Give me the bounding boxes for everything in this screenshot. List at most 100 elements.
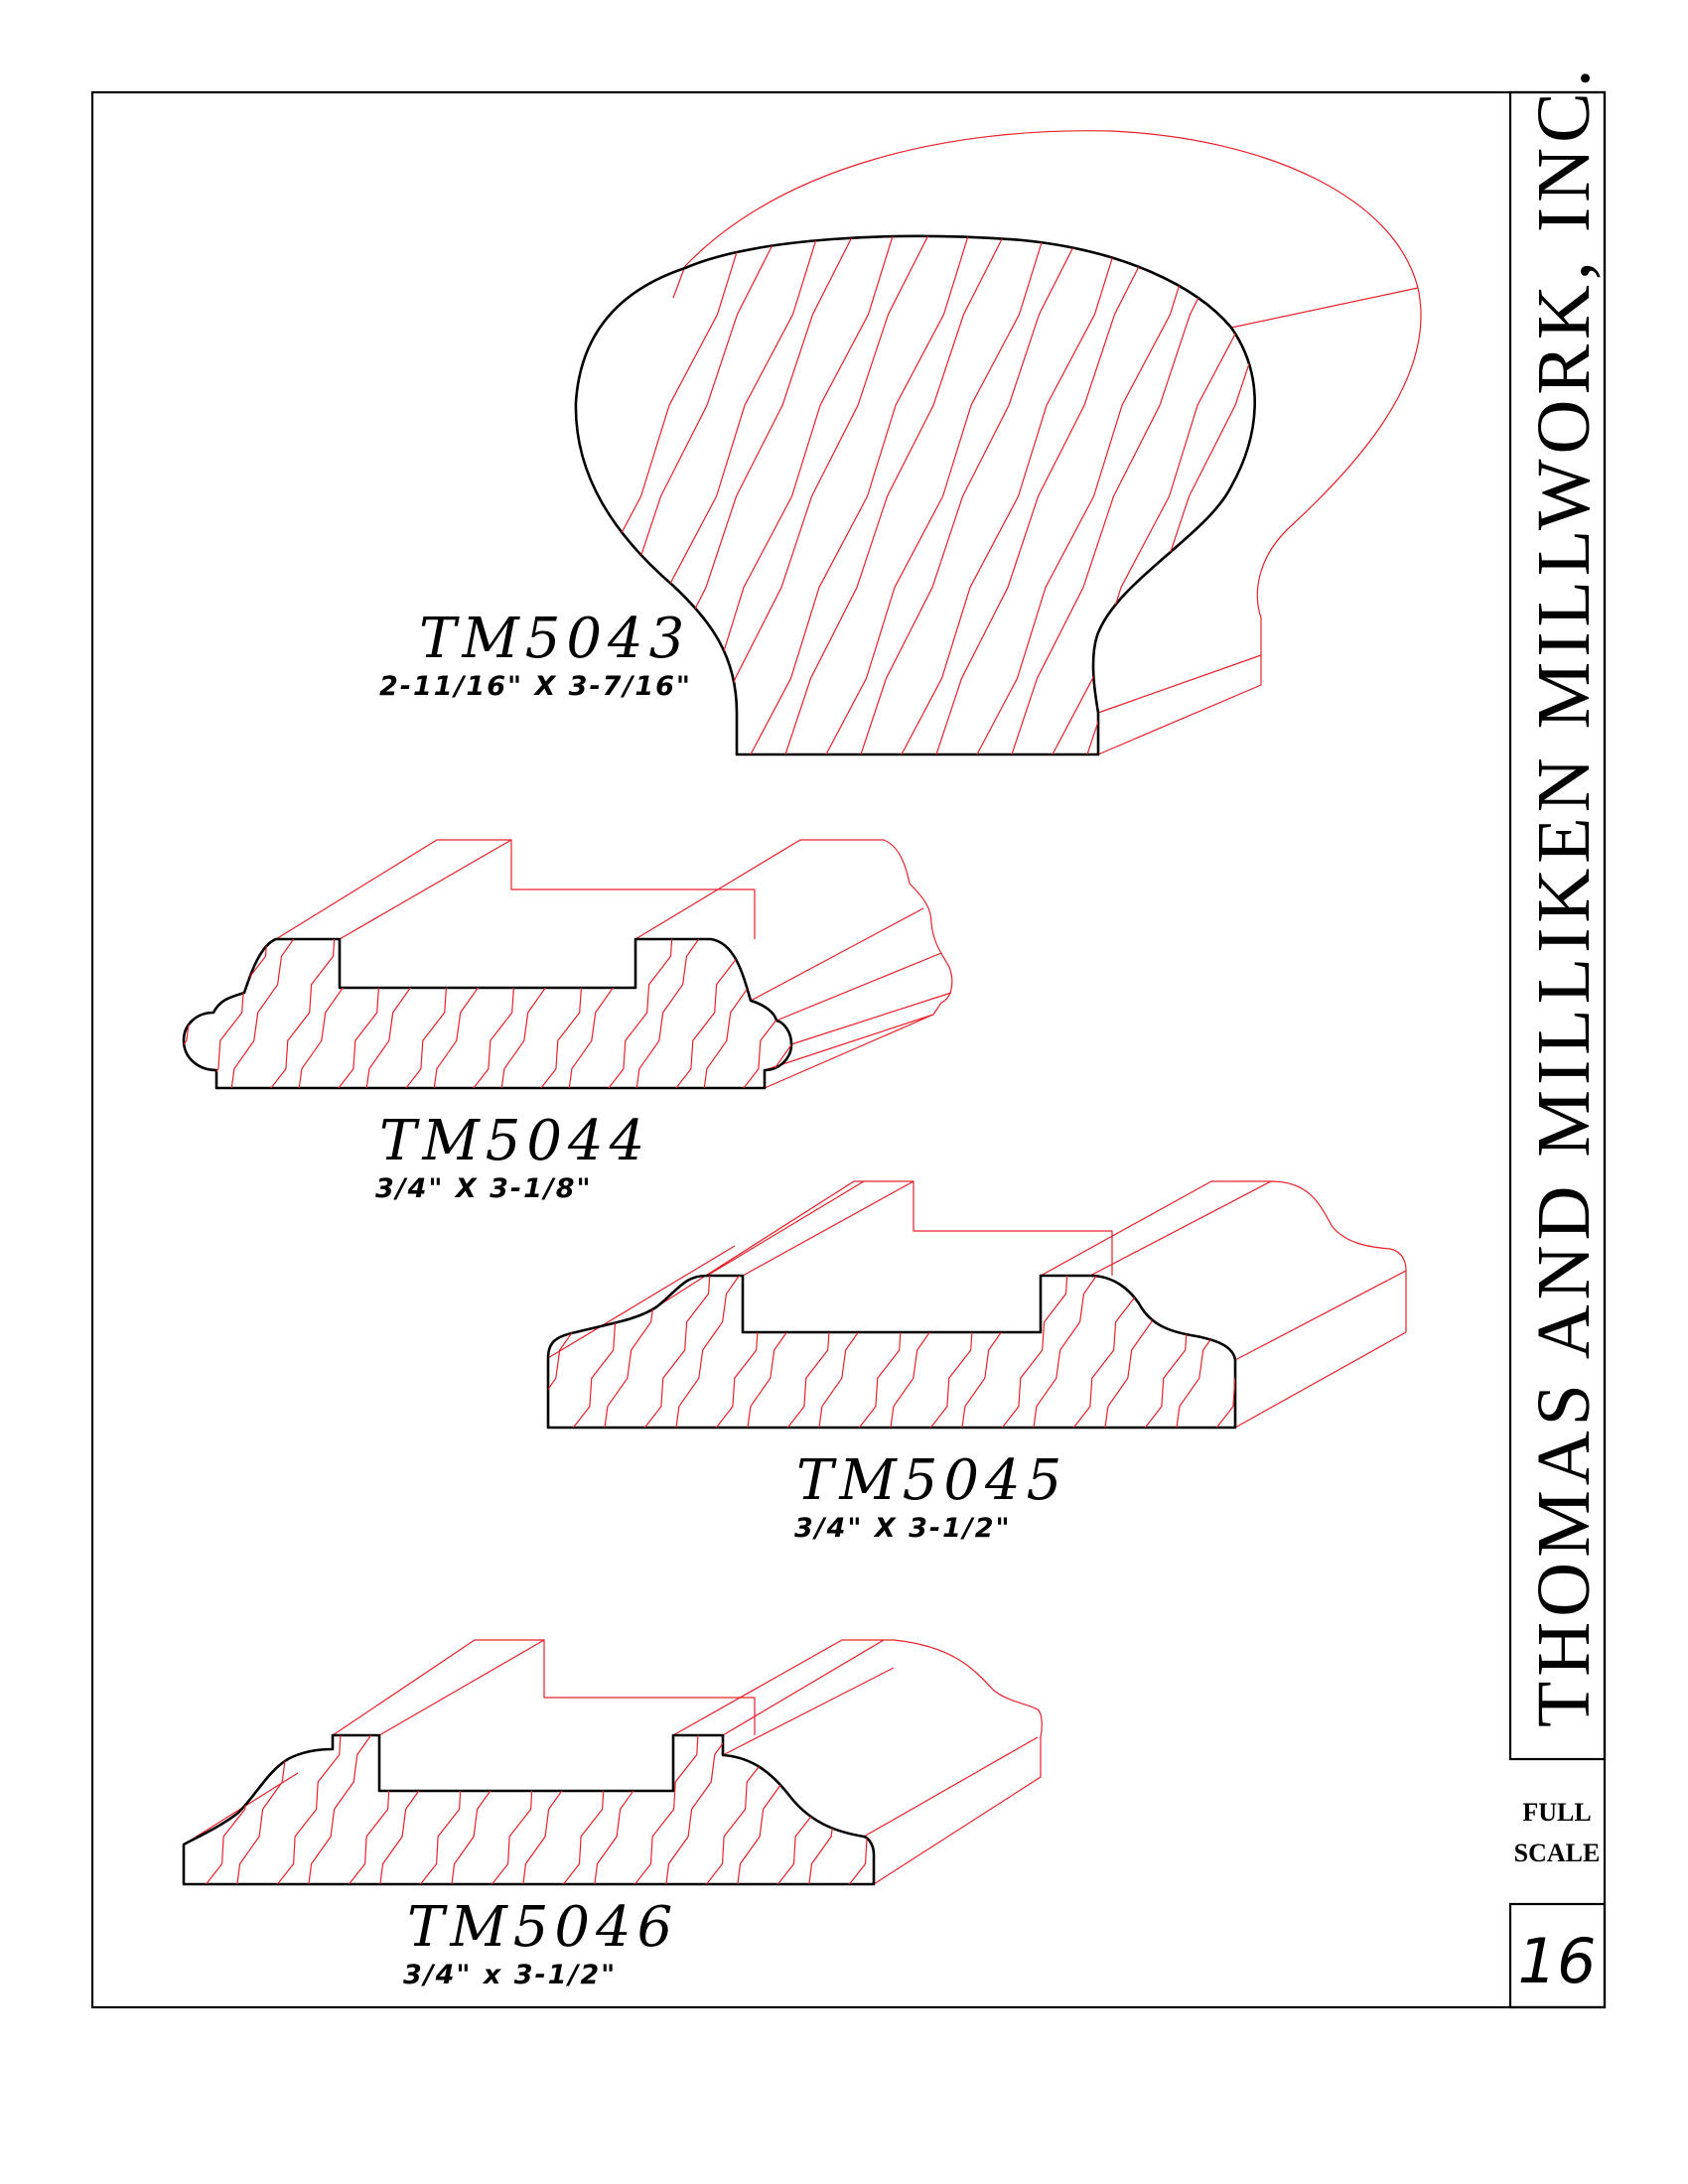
tm5044-code: TM5044 — [379, 1109, 650, 1173]
grain-line — [1119, 235, 1255, 754]
tm5044-perspective-lines — [275, 839, 953, 1089]
tm5045-grain-hatch — [548, 1276, 1235, 1428]
tm5043-outline — [574, 234, 1256, 756]
profile-tm5044: TM5044 3/4" X 3-1/8" — [182, 839, 953, 1204]
grain-line — [893, 235, 1124, 754]
grain-line — [843, 1735, 874, 1884]
grain-line — [702, 939, 774, 1088]
grain-line — [817, 1276, 890, 1428]
tm5043-grain-hatch — [575, 235, 1255, 754]
grain-line — [184, 939, 234, 1088]
grain-line — [557, 1735, 628, 1884]
grain-line — [629, 1735, 699, 1884]
grain-line — [772, 1735, 842, 1884]
grain-line — [548, 1276, 604, 1428]
grain-line — [229, 939, 302, 1088]
grain-line — [432, 939, 504, 1088]
tm5044-grain-hatch — [184, 939, 791, 1088]
grain-line — [930, 235, 1162, 754]
tm5046-perspective-lines — [183, 1639, 1043, 1885]
grain-line — [1103, 1276, 1176, 1428]
grain-line — [1081, 235, 1255, 754]
grain-line — [398, 939, 471, 1088]
grain-line — [996, 1276, 1068, 1428]
grain-line — [343, 1735, 413, 1884]
grain-line — [378, 1735, 449, 1884]
grain-line — [710, 1276, 782, 1428]
grain-line — [889, 1276, 961, 1428]
tm5046-outline — [182, 1733, 876, 1886]
page-number-box — [1508, 1902, 1607, 2009]
grain-line — [364, 939, 437, 1088]
grain-line — [593, 1735, 663, 1884]
grain-line — [1139, 1276, 1211, 1428]
grain-line — [746, 1276, 818, 1428]
tm5046-code: TM5046 — [407, 1895, 678, 1960]
grain-line — [924, 1276, 997, 1428]
grain-line — [770, 939, 791, 1088]
grain-line — [817, 235, 1049, 754]
grain-line — [704, 235, 935, 754]
tm5045-code: TM5045 — [796, 1448, 1067, 1513]
scale-label-full: FULL — [1522, 1798, 1591, 1827]
grain-line — [521, 1735, 592, 1884]
grain-line — [575, 235, 747, 754]
tm5045-outline — [546, 1274, 1237, 1430]
tm5044-size: 3/4" X 3-1/8" — [375, 1173, 593, 1204]
tm5045-size: 3/4" X 3-1/2" — [794, 1513, 1012, 1544]
grain-line — [466, 939, 538, 1088]
grain-line — [414, 1735, 485, 1884]
grain-line — [664, 1735, 735, 1884]
grain-line — [603, 1276, 675, 1428]
tm5044-outline — [182, 937, 793, 1090]
profile-tm5046: TM5046 3/4" x 3-1/2" — [182, 1639, 1043, 1990]
grain-line — [1006, 235, 1237, 754]
tm5043-size: 2-11/16" X 3-7/16" — [379, 671, 692, 702]
grain-line — [1044, 235, 1255, 754]
grain-line — [855, 235, 1086, 754]
grain-line — [1210, 1276, 1235, 1428]
grain-line — [601, 939, 673, 1088]
grain-line — [1157, 235, 1255, 754]
tm5043-code: TM5043 — [419, 607, 690, 671]
grain-line — [781, 1276, 854, 1428]
grain-line — [700, 1735, 771, 1884]
grain-line — [567, 1276, 639, 1428]
company-name: THOMAS AND MILLIKEN MILLWORK, INC. — [1522, 64, 1606, 1727]
grain-line — [486, 1735, 556, 1884]
grain-line — [307, 1735, 377, 1884]
grain-line — [807, 1735, 874, 1884]
drawing-border — [90, 90, 1607, 2009]
grain-line — [184, 1735, 199, 1884]
grain-line — [331, 939, 403, 1088]
grain-line — [638, 1276, 711, 1428]
tm5046-grain-hatch — [184, 1727, 948, 1891]
grain-line — [674, 1276, 747, 1428]
grain-line — [736, 1735, 806, 1884]
grain-line — [184, 939, 201, 1088]
grain-line — [548, 1276, 568, 1428]
tm5045-perspective-lines — [547, 1180, 1407, 1429]
grain-line — [567, 939, 639, 1088]
grain-line — [184, 1735, 234, 1884]
grain-line — [533, 939, 606, 1088]
page-number: 16 — [1518, 1925, 1597, 1997]
tm5046-size: 3/4" x 3-1/2" — [403, 1960, 617, 1990]
profile-tm5045: TM5045 3/4" X 3-1/2" — [546, 1180, 1407, 1544]
grain-line — [200, 1735, 270, 1884]
grain-line — [1032, 1276, 1104, 1428]
grain-line — [880, 1727, 948, 1891]
grain-line — [960, 1276, 1033, 1428]
grain-line — [634, 939, 707, 1088]
grain-line — [271, 1735, 342, 1884]
grain-line — [450, 1735, 520, 1884]
grain-line — [263, 939, 336, 1088]
profile-tm5043: TM5043 2-11/16" X 3-7/16" — [379, 130, 1422, 756]
tm5043-perspective-lines — [672, 130, 1422, 755]
grain-line — [499, 939, 572, 1088]
grain-line — [853, 1276, 925, 1428]
grain-line — [779, 235, 1011, 754]
grain-line — [742, 235, 973, 754]
grain-line — [666, 235, 898, 754]
